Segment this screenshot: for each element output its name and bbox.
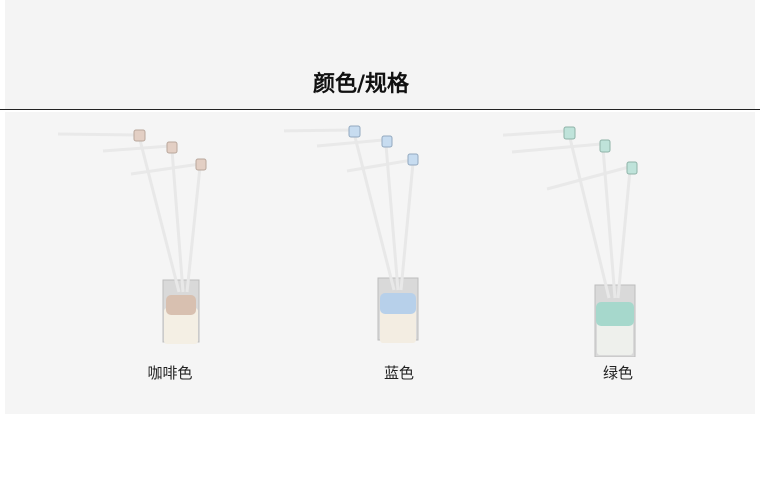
product-card-green[interactable]: 绿色 xyxy=(503,112,733,414)
header-panel xyxy=(5,0,755,109)
divider xyxy=(0,109,760,110)
product-label: 绿色 xyxy=(602,364,633,382)
toothbrush-holder-image xyxy=(57,129,207,344)
product-label: 咖啡色 xyxy=(147,364,193,382)
product-card-coffee[interactable]: 咖啡色 xyxy=(55,112,285,414)
toothbrush-holder-image xyxy=(503,126,638,357)
product-label: 蓝色 xyxy=(383,364,414,382)
toothbrush-holder-image xyxy=(284,125,419,343)
page-title: 颜色/规格 xyxy=(312,72,410,97)
product-card-blue[interactable]: 蓝色 xyxy=(284,112,514,414)
